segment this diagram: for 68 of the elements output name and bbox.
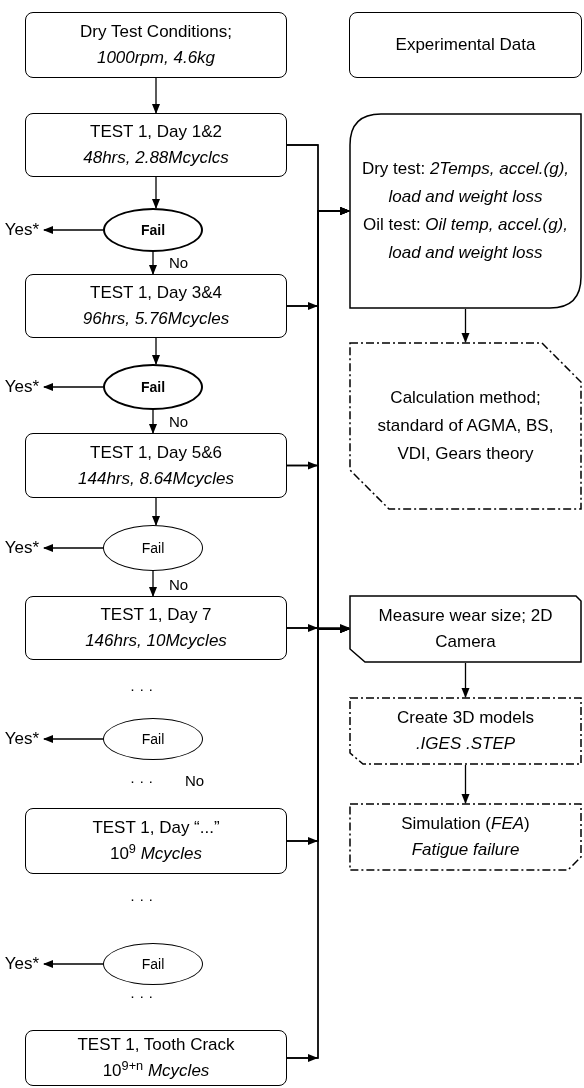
box-text: Dry Test Conditions; <box>80 21 232 43</box>
box-text: TEST 1, Day 5&6 <box>90 441 222 464</box>
box-text: Fail <box>141 538 165 558</box>
arrow <box>461 662 470 698</box>
arrow <box>152 176 160 209</box>
arrow <box>43 226 104 234</box>
process-box <box>25 1030 287 1086</box>
box-text: 48hrs, 2.88Mcyclcs <box>83 147 229 169</box>
process-box <box>349 803 582 871</box>
arrow <box>461 308 470 343</box>
box-text: Fatigue failure <box>411 839 520 861</box>
arrow <box>152 77 160 114</box>
box-text: Create 3D models <box>397 707 534 729</box>
box-text: Yes* <box>4 728 40 750</box>
arrow <box>149 570 157 597</box>
arrow <box>286 624 350 632</box>
process-box <box>25 433 287 498</box>
box-text: Experimental Data <box>395 34 536 56</box>
arrow <box>149 251 157 275</box>
note-text: · · · <box>130 680 154 698</box>
arrow <box>152 497 160 526</box>
box-text: 10$^{9}$ Mcycles <box>109 841 203 865</box>
box-text: Yes* <box>4 219 40 241</box>
note-text: No <box>185 772 205 790</box>
arrow <box>152 337 160 365</box>
box-text: 1000rpm, 4.6kg <box>96 47 216 69</box>
note-text: · · · <box>130 987 154 1005</box>
arrow <box>149 409 157 434</box>
process-box <box>25 12 287 78</box>
box-text: Fail <box>140 377 166 397</box>
process-box <box>349 595 582 663</box>
box-text: Fail <box>140 220 166 240</box>
box-text: 10$^{9+n}$ Mcycles <box>102 1058 210 1082</box>
arrow <box>43 960 104 968</box>
box-text: Yes* <box>4 376 40 398</box>
process-box <box>25 808 287 874</box>
box-text: 144hrs, 8.64Mcycles <box>78 467 234 490</box>
arrow <box>43 383 104 391</box>
box-text: Measure wear size; 2D Camera <box>377 605 554 653</box>
box-text: Simulation (FEA) <box>401 813 530 835</box>
box-text: 96hrs, 5.76Mcycles <box>82 308 230 330</box>
arrow <box>43 544 104 552</box>
arrow <box>461 764 470 804</box>
box-text: 146hrs, 10Mcycles <box>85 630 227 652</box>
process-box <box>349 697 582 765</box>
note-text: · · · <box>130 772 154 790</box>
arrow <box>43 735 104 743</box>
box-text: Yes* <box>4 537 40 559</box>
box-text: TEST 1, Tooth Crack <box>77 1034 235 1056</box>
process-box <box>25 274 287 338</box>
process-box <box>349 342 582 510</box>
box-text: TEST 1, Day “...” <box>92 817 220 839</box>
box-text: TEST 1, Day 1&2 <box>90 121 222 143</box>
box-text: TEST 1, Day 3&4 <box>90 282 222 304</box>
box-text: Calculation method; <box>390 387 541 409</box>
box-text: Dry test: 2Temps, accel.(g), load and weight loss <box>361 158 570 208</box>
box-text: Fail <box>141 954 165 974</box>
process-box <box>25 113 287 177</box>
process-box <box>349 12 582 78</box>
note-text: · · · <box>130 890 154 908</box>
box-text: TEST 1, Day 7 <box>100 604 212 626</box>
box-text: standard of AGMA, BS, VDI, Gears theory <box>376 415 555 465</box>
box-text: Oil test: Oil temp, accel.(g), load and weight loss <box>362 214 569 264</box>
box-text: Yes* <box>4 953 40 975</box>
data-box <box>349 113 582 309</box>
box-text: .IGES .STEP <box>415 733 516 755</box>
box-text: Fail <box>141 729 165 749</box>
process-box <box>25 596 287 660</box>
